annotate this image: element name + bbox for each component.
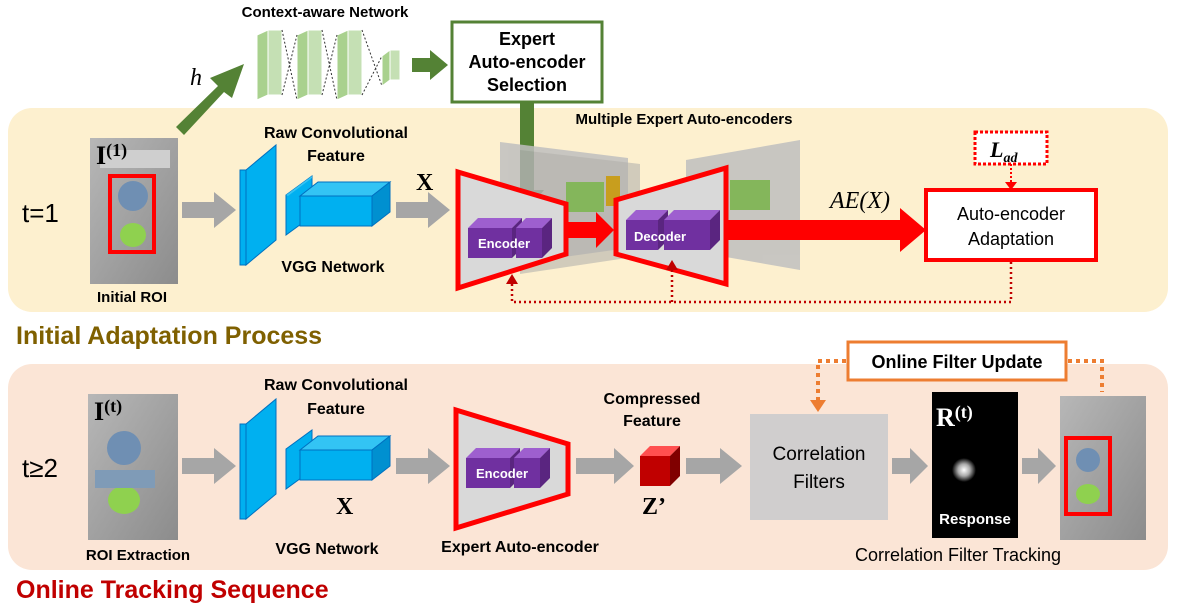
vgg-caption-initial: VGG Network	[281, 259, 384, 276]
ae-output-label: AE(X)	[828, 188, 890, 214]
decoder-label-initial: Decoder	[634, 229, 686, 244]
arrow-img-to-vgg-2	[182, 448, 236, 484]
z-label: Z’	[642, 494, 666, 520]
expert-selection-line-2: Auto-encoder	[469, 52, 586, 72]
feedback-arrowhead-2	[666, 260, 678, 270]
arrow-response-to-result	[1022, 448, 1056, 484]
response-label: R(t)	[936, 402, 973, 432]
expert-selection-line-1: Expert	[499, 29, 555, 49]
online-section-title: Online Tracking Sequence	[16, 576, 329, 604]
raw-feature-line-2-initial: Feature	[307, 148, 365, 165]
decoder-blocks-initial	[626, 210, 720, 250]
context-net-label: Context-aware Network	[242, 4, 409, 21]
compressed-line-2: Feature	[623, 413, 681, 430]
encoder-label-initial: Encoder	[478, 236, 530, 251]
initial-image-label: I(1)	[96, 140, 127, 170]
vgg-caption-online: VGG Network	[275, 541, 378, 558]
arrow-filters-to-response	[892, 448, 928, 484]
compressed-line-1: Compressed	[604, 391, 701, 408]
encoder-blocks-initial	[468, 218, 552, 258]
raw-feature-line-1-online: Raw Convolutional	[264, 377, 408, 394]
response-map	[932, 392, 1018, 538]
arrow-z-to-filters	[686, 448, 742, 484]
red-arrow-enc-dec	[566, 212, 614, 248]
correlation-filters-box	[750, 414, 888, 520]
raw-feature-line-1-initial: Raw Convolutional	[264, 125, 408, 142]
filter-update-arrowhead	[810, 400, 826, 412]
expert-caption: Expert Auto-encoder	[441, 539, 599, 556]
filter-update-lines	[816, 359, 1104, 402]
green-arrow-right	[412, 50, 448, 80]
initial-roi-caption: Initial ROI	[97, 289, 167, 306]
arrow-expert-to-z	[576, 448, 634, 484]
context-aware-network	[256, 29, 401, 101]
adaptation-box	[924, 188, 1098, 262]
corr-filter-line-1: Correlation	[773, 444, 866, 465]
initial-image	[90, 138, 178, 284]
feedback-lines	[510, 262, 1013, 304]
x-label-online: X	[336, 494, 354, 520]
expert-selection-line-3: Selection	[487, 75, 567, 95]
adaptation-line-1: Auto-encoder	[957, 204, 1065, 224]
filter-update-box	[846, 340, 1068, 382]
initial-section-title: Initial Adaptation Process	[16, 322, 322, 350]
loss-label: Lad	[989, 137, 1018, 166]
online-roi-caption: ROI Extraction	[86, 547, 190, 564]
arrow-vgg-to-encoder	[396, 192, 450, 228]
encoder-blocks-online	[466, 448, 550, 488]
online-image-label: I(t)	[94, 396, 122, 426]
x-label-initial: X	[416, 170, 434, 196]
adaptation-line-2: Adaptation	[968, 229, 1054, 249]
arrow-vgg-to-expert	[396, 448, 450, 484]
response-caption: Response	[939, 511, 1011, 528]
response-peak	[952, 458, 976, 482]
compressed-feature-cube	[640, 446, 680, 486]
result-image	[1060, 396, 1146, 540]
loss-arrowhead	[1005, 182, 1017, 190]
expert-selection-box	[450, 20, 604, 104]
t1-label: t=1	[22, 198, 59, 228]
filter-update-label: Online Filter Update	[871, 352, 1042, 372]
vgg-network-online	[239, 397, 392, 521]
raw-feature-line-2-online: Feature	[307, 401, 365, 418]
vgg-network-initial	[239, 143, 392, 267]
red-arrow-to-adaptation	[728, 208, 926, 252]
t2-label: t≥2	[22, 453, 58, 483]
online-image	[88, 394, 178, 540]
encoder-label-online: Encoder	[476, 466, 528, 481]
arrow-img-to-vgg-1	[182, 192, 236, 228]
multi-expert-label: Multiple Expert Auto-encoders	[576, 111, 793, 128]
h-label: h	[190, 65, 202, 91]
corr-filter-line-2: Filters	[793, 472, 845, 493]
tracking-caption: Correlation Filter Tracking	[855, 545, 1061, 565]
feedback-arrowhead-1	[506, 274, 518, 284]
green-arrow-up	[176, 64, 244, 135]
